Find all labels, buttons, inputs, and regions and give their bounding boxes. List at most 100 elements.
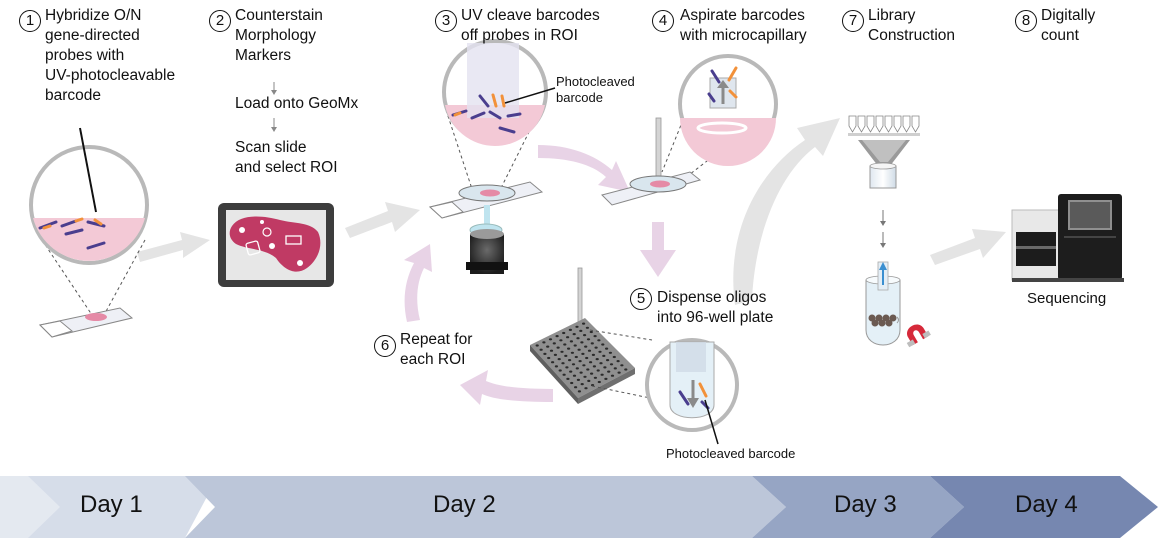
plate-well	[547, 356, 551, 360]
plate-well	[582, 364, 586, 367]
plate-well	[580, 341, 584, 344]
day-1-label: Day 1	[80, 491, 143, 518]
plate-well	[613, 367, 617, 370]
plate-well	[590, 372, 594, 375]
plate-well	[599, 362, 603, 365]
plate-well	[603, 366, 607, 369]
plate-well	[594, 346, 598, 349]
plate-well	[580, 383, 584, 386]
plate-well	[570, 351, 575, 354]
plate-well	[612, 355, 616, 359]
plate-well	[586, 338, 591, 341]
step-3-number: 3	[435, 10, 457, 32]
step-4-label: Aspirate barcodes with microcapillary	[680, 7, 807, 44]
flow-arrow-7-8	[930, 229, 1006, 265]
loop-arrow-4-5	[640, 222, 676, 277]
flow-arrows	[137, 118, 1006, 305]
plate-well	[596, 369, 600, 372]
day-1-chevron	[0, 476, 218, 538]
sequencing-label: Sequencing	[1027, 290, 1107, 307]
step-1-label: Hybridize O/N gene-directed probes with …	[45, 7, 176, 104]
plate-well	[559, 339, 563, 342]
plate-well	[579, 371, 583, 374]
plate-well	[563, 343, 567, 346]
plate-well	[595, 358, 599, 361]
pcr-tube	[902, 115, 911, 133]
plate-well	[604, 377, 608, 380]
plate-well	[586, 368, 590, 371]
plate-well	[565, 366, 569, 369]
step5-graphic	[530, 267, 739, 445]
pcr-tube	[884, 115, 893, 133]
pcr-tube	[911, 115, 920, 133]
plate-well	[585, 326, 590, 329]
plate-well	[546, 345, 550, 348]
plate-well	[601, 343, 605, 346]
pcr-tube	[875, 115, 884, 133]
plate-well	[575, 325, 579, 328]
loop-arrow-6-3	[404, 244, 432, 322]
loop-arrow-5-6	[460, 370, 553, 405]
plate-well	[600, 373, 604, 376]
plate-well	[554, 365, 559, 368]
step-2-load-label: Load onto GeoMx	[235, 95, 359, 112]
plate-well	[585, 356, 589, 360]
plate-well	[556, 346, 560, 349]
plate-well	[542, 341, 546, 344]
day-3-label: Day 3	[834, 491, 897, 518]
step-4-number: 4	[652, 10, 674, 32]
plate-well	[624, 368, 628, 371]
step-8-label: Digitally count	[1041, 7, 1096, 44]
plate-well	[587, 379, 591, 382]
plate-well	[562, 373, 566, 376]
step-5-label: Dispense oligos into 96-well plate	[657, 289, 774, 326]
plate-well	[551, 361, 555, 364]
plate-well	[557, 358, 561, 361]
step-5-number: 5	[630, 288, 652, 310]
step2-graphic	[218, 203, 334, 287]
plate-well	[539, 348, 543, 351]
plate-well	[617, 371, 621, 374]
plate-well	[606, 359, 610, 362]
plate-well	[549, 349, 554, 352]
day-timeline	[0, 476, 1158, 538]
plate-well	[620, 364, 624, 367]
flow-arrow-2-3	[345, 202, 420, 238]
plate-well	[579, 329, 583, 332]
plate-well	[593, 335, 597, 338]
step4-graphic	[601, 54, 778, 206]
day-4-label: Day 4	[1015, 491, 1078, 518]
plate-well	[583, 375, 587, 378]
plate-well	[574, 386, 578, 389]
step1-graphic	[29, 127, 149, 338]
plate-well	[592, 365, 597, 368]
plate-well	[568, 359, 572, 362]
step3-graphic	[428, 39, 556, 274]
plate-well	[553, 353, 558, 356]
plate-well	[616, 360, 620, 363]
plate-well	[590, 342, 594, 345]
plate-well	[577, 390, 582, 393]
pcr-tube	[893, 115, 902, 133]
plate-well	[583, 334, 587, 337]
plate-well	[598, 350, 602, 353]
plate-well	[569, 370, 573, 373]
step-7-number: 7	[842, 10, 864, 32]
plate-well	[581, 352, 585, 355]
plate-well	[543, 352, 547, 355]
step-2-label: Counterstain Morphology Markers	[235, 7, 323, 64]
plate-well	[591, 384, 595, 387]
plate-well	[566, 336, 570, 339]
plate-well	[589, 361, 593, 364]
plate-well	[558, 369, 562, 372]
plate-well	[577, 348, 581, 351]
plate-well	[569, 340, 574, 343]
step-8-number: 8	[1015, 10, 1037, 32]
plate-well	[578, 360, 582, 363]
step7-graphic	[848, 115, 931, 348]
plate-well	[593, 376, 598, 379]
plate-well	[576, 337, 580, 340]
plate-well	[552, 342, 556, 345]
step-2-scan-label: Scan slide and select ROI	[235, 139, 338, 176]
